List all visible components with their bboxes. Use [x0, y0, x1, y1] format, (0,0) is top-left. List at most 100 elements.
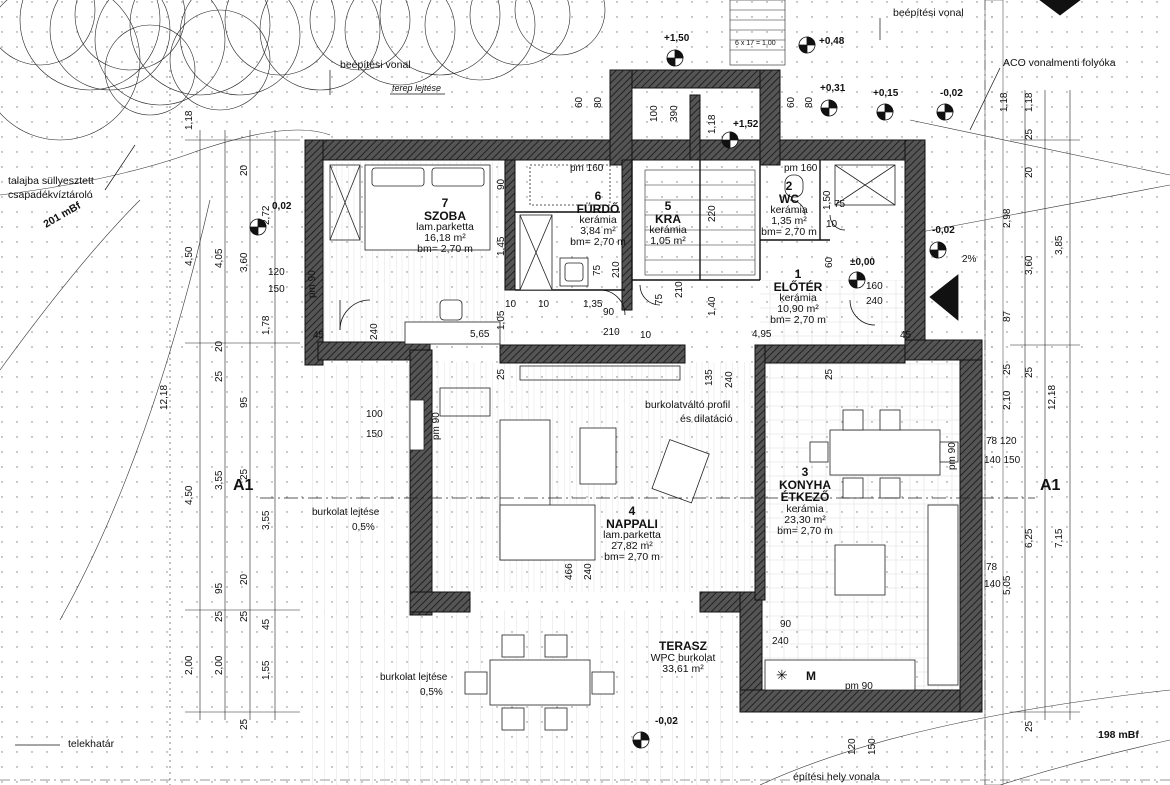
- dim-label: 25: [239, 610, 250, 622]
- dim-label: 45: [313, 330, 325, 341]
- note-talaj-1: talajba süllyesztett: [8, 175, 94, 187]
- note-profile-1: burkolatváltó profil: [645, 399, 731, 411]
- room-terasz: TERASZ WPC burkolat 33,61 m²: [651, 640, 716, 675]
- dim-label: 1,78: [261, 315, 272, 335]
- room-area: 27,82 m²: [611, 540, 653, 553]
- dim-label: 240: [866, 296, 883, 307]
- room-nappali: 4 NAPPALI lam.parketta 27,82 m² bm= 2,70…: [603, 505, 661, 563]
- room-wc: 2 WC kerámia 1,35 m² bm= 2,70 m: [761, 180, 817, 238]
- note-198-mbf: 198 mBf: [1098, 729, 1139, 741]
- dim-label: 60: [574, 96, 585, 108]
- room-finish: kerámia: [770, 204, 808, 217]
- dim-label: 3,60: [239, 252, 250, 272]
- dim-label: 1,50: [822, 190, 833, 210]
- room-area: 16,18 m²: [424, 232, 466, 245]
- dim-label: 10: [640, 330, 652, 341]
- staircase: [644, 0, 786, 276]
- room-name: FÜRDŐ: [576, 201, 620, 216]
- room-area: 1,05 m²: [650, 235, 686, 248]
- room-konyha: 3 KONYHA ÉTKEZŐ kerámia 23,30 m² bm= 2,7…: [777, 466, 833, 537]
- tree-canopy: [0, 0, 606, 141]
- dim-label: 90: [496, 178, 507, 190]
- dim-label: 78: [986, 562, 998, 573]
- room-name: NAPPALI: [606, 516, 658, 531]
- section-label-right: A1: [1040, 477, 1061, 494]
- dim-label: 10: [826, 219, 838, 230]
- dim-label: 210: [674, 281, 685, 298]
- dim-label: 140 150: [984, 455, 1021, 466]
- dim-label: 4,05: [214, 248, 225, 268]
- dim-label: 80: [804, 96, 815, 108]
- elevation-label: +0,15: [873, 88, 899, 99]
- dim-label: 60: [786, 96, 797, 108]
- room-kamra: 5 KRA kerámia 1,05 m²: [649, 200, 686, 247]
- aco-strip: [984, 0, 1004, 785]
- dim-label: 3,85: [1054, 235, 1065, 255]
- dimension-lines: [185, 90, 1080, 720]
- dim-label: 100: [366, 409, 383, 420]
- room-finish: kerámia: [786, 502, 824, 515]
- dim-label: 135: [704, 369, 715, 386]
- dim-label: 20: [239, 573, 250, 585]
- dim-label: pm 160: [570, 163, 604, 174]
- dim-label: 25: [1024, 128, 1035, 140]
- dim-label: 120: [847, 738, 858, 755]
- dim-label: 95: [214, 582, 225, 594]
- dim-label: 240: [583, 563, 594, 580]
- dim-label: 45: [900, 330, 912, 341]
- elevation-label: +1,50: [664, 33, 690, 44]
- elevation-markers: [249, 0, 1081, 749]
- dim-label: 220: [707, 205, 718, 222]
- dim-label: 140: [984, 579, 1001, 590]
- dim-label: 75: [654, 293, 665, 305]
- dim-label: 4,50: [184, 485, 195, 505]
- dim-label: 1,45: [496, 236, 507, 256]
- dim-label: 20: [1024, 166, 1035, 178]
- note-aco: ACO vonalmenti folyóka: [1003, 57, 1116, 69]
- dim-label: pm 90: [431, 412, 442, 440]
- room-finish: kerámia: [779, 292, 817, 305]
- dim-label: 1,35: [583, 299, 603, 310]
- dim-label: pm 90: [307, 270, 318, 298]
- doors: [339, 199, 876, 331]
- room-finish: lam.parketta: [416, 221, 474, 234]
- room-szoba: 7 SZOBA lam.parketta 16,18 m² bm= 2,70 m: [416, 197, 474, 255]
- dim-label: 210: [611, 261, 622, 278]
- dim-label: pm 90: [845, 681, 873, 692]
- dim-label: 150: [268, 284, 285, 295]
- dim-label: 1,18: [1024, 92, 1035, 112]
- dim-label: 7,15: [1054, 528, 1065, 548]
- dim-label: 4,50: [184, 246, 195, 266]
- note-paving-slope-2: burkolat lejtése: [380, 672, 448, 683]
- living-furniture: [409, 365, 710, 561]
- elevation-label: +1,52: [733, 119, 759, 130]
- dim-label: 2,72: [261, 205, 272, 225]
- dim-label: 150: [366, 429, 383, 440]
- room-name: ELŐTÉR: [773, 279, 823, 294]
- note-building-area: építési hely vonala: [793, 771, 880, 783]
- note-terrain-slope: terep lejtése: [392, 83, 442, 93]
- dim-label: 75: [834, 199, 846, 210]
- elevation-label: -0,02: [932, 225, 955, 236]
- dim-label: 160: [866, 281, 883, 292]
- room-number: 6: [594, 189, 602, 203]
- room-area: 33,61 m²: [662, 662, 704, 675]
- room-finish: WPC burkolat: [650, 651, 716, 664]
- leaders: [15, 18, 1001, 746]
- terasz-side-floor: [305, 365, 410, 615]
- dim-label: 20: [214, 340, 225, 352]
- room-number: 2: [785, 179, 793, 193]
- dim-label: 25: [214, 370, 225, 382]
- dim-label: 45: [261, 618, 272, 630]
- room-number: 3: [801, 465, 809, 479]
- dim-label: 25: [496, 368, 507, 380]
- elevation-label: ±0,00: [850, 257, 875, 268]
- dim-label: 2,00: [214, 655, 225, 675]
- room-name: TERASZ: [659, 639, 707, 653]
- dim-label: 390: [669, 105, 680, 122]
- dim-label: 1,18: [184, 110, 195, 130]
- dim-label: 87: [1002, 310, 1013, 322]
- dim-label: 240: [369, 323, 380, 340]
- dim-label: 25: [1024, 366, 1035, 378]
